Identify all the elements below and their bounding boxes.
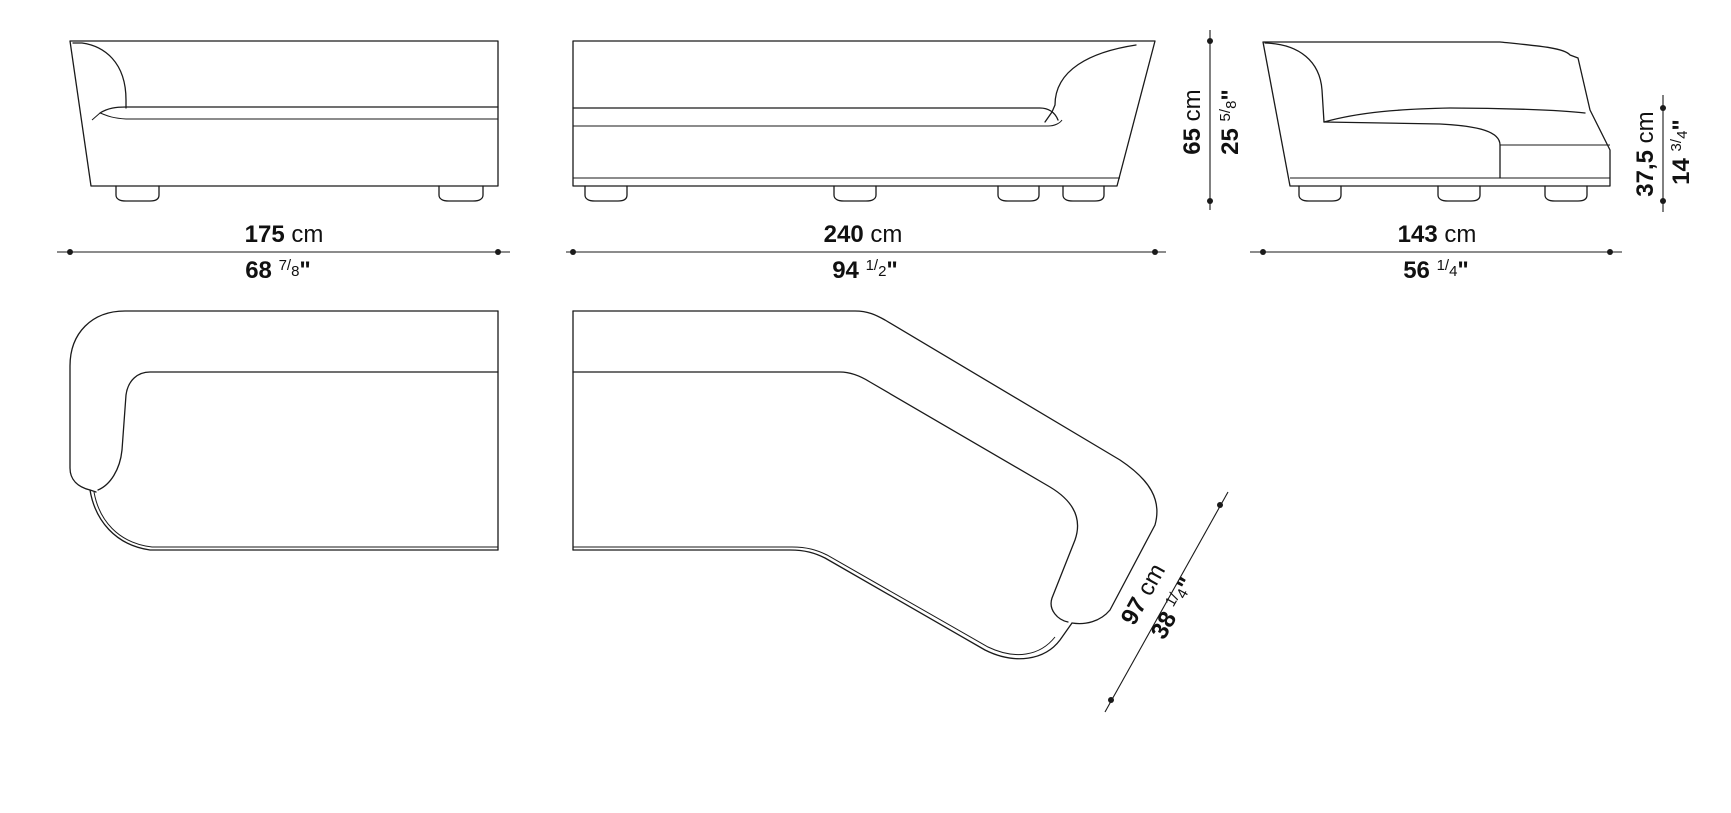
dimension-line-height-total bbox=[1207, 30, 1213, 210]
top-view-center-module bbox=[572, 310, 1158, 660]
height-seat-imperial-label: 14 3/4" bbox=[1668, 119, 1695, 185]
width-left-metric-label: 175 cm bbox=[245, 221, 324, 248]
width-center-imperial-label: 94 1/2" bbox=[832, 257, 898, 284]
width-right-metric-label: 143 cm bbox=[1398, 221, 1477, 248]
dimension-line-depth-diagonal bbox=[1104, 491, 1229, 713]
dimension-line-width-left bbox=[57, 249, 510, 255]
height-total-metric-label: 65 cm bbox=[1179, 89, 1206, 154]
width-left-imperial-label: 68 7/8" bbox=[245, 257, 311, 284]
top-view-left-module bbox=[69, 310, 499, 551]
dimension-line-height-seat bbox=[1660, 95, 1666, 212]
dimension-line-width-right bbox=[1250, 249, 1622, 255]
dimension-line-width-center bbox=[566, 249, 1166, 255]
side-view-module bbox=[1262, 41, 1611, 202]
front-view-center-module bbox=[572, 40, 1156, 202]
front-view-left-module bbox=[69, 40, 499, 202]
height-total-imperial-label: 25 5/8" bbox=[1217, 89, 1244, 155]
width-right-imperial-label: 56 1/4" bbox=[1403, 257, 1469, 284]
height-seat-metric-label: 37,5 cm bbox=[1632, 111, 1659, 196]
width-center-metric-label: 240 cm bbox=[824, 221, 903, 248]
